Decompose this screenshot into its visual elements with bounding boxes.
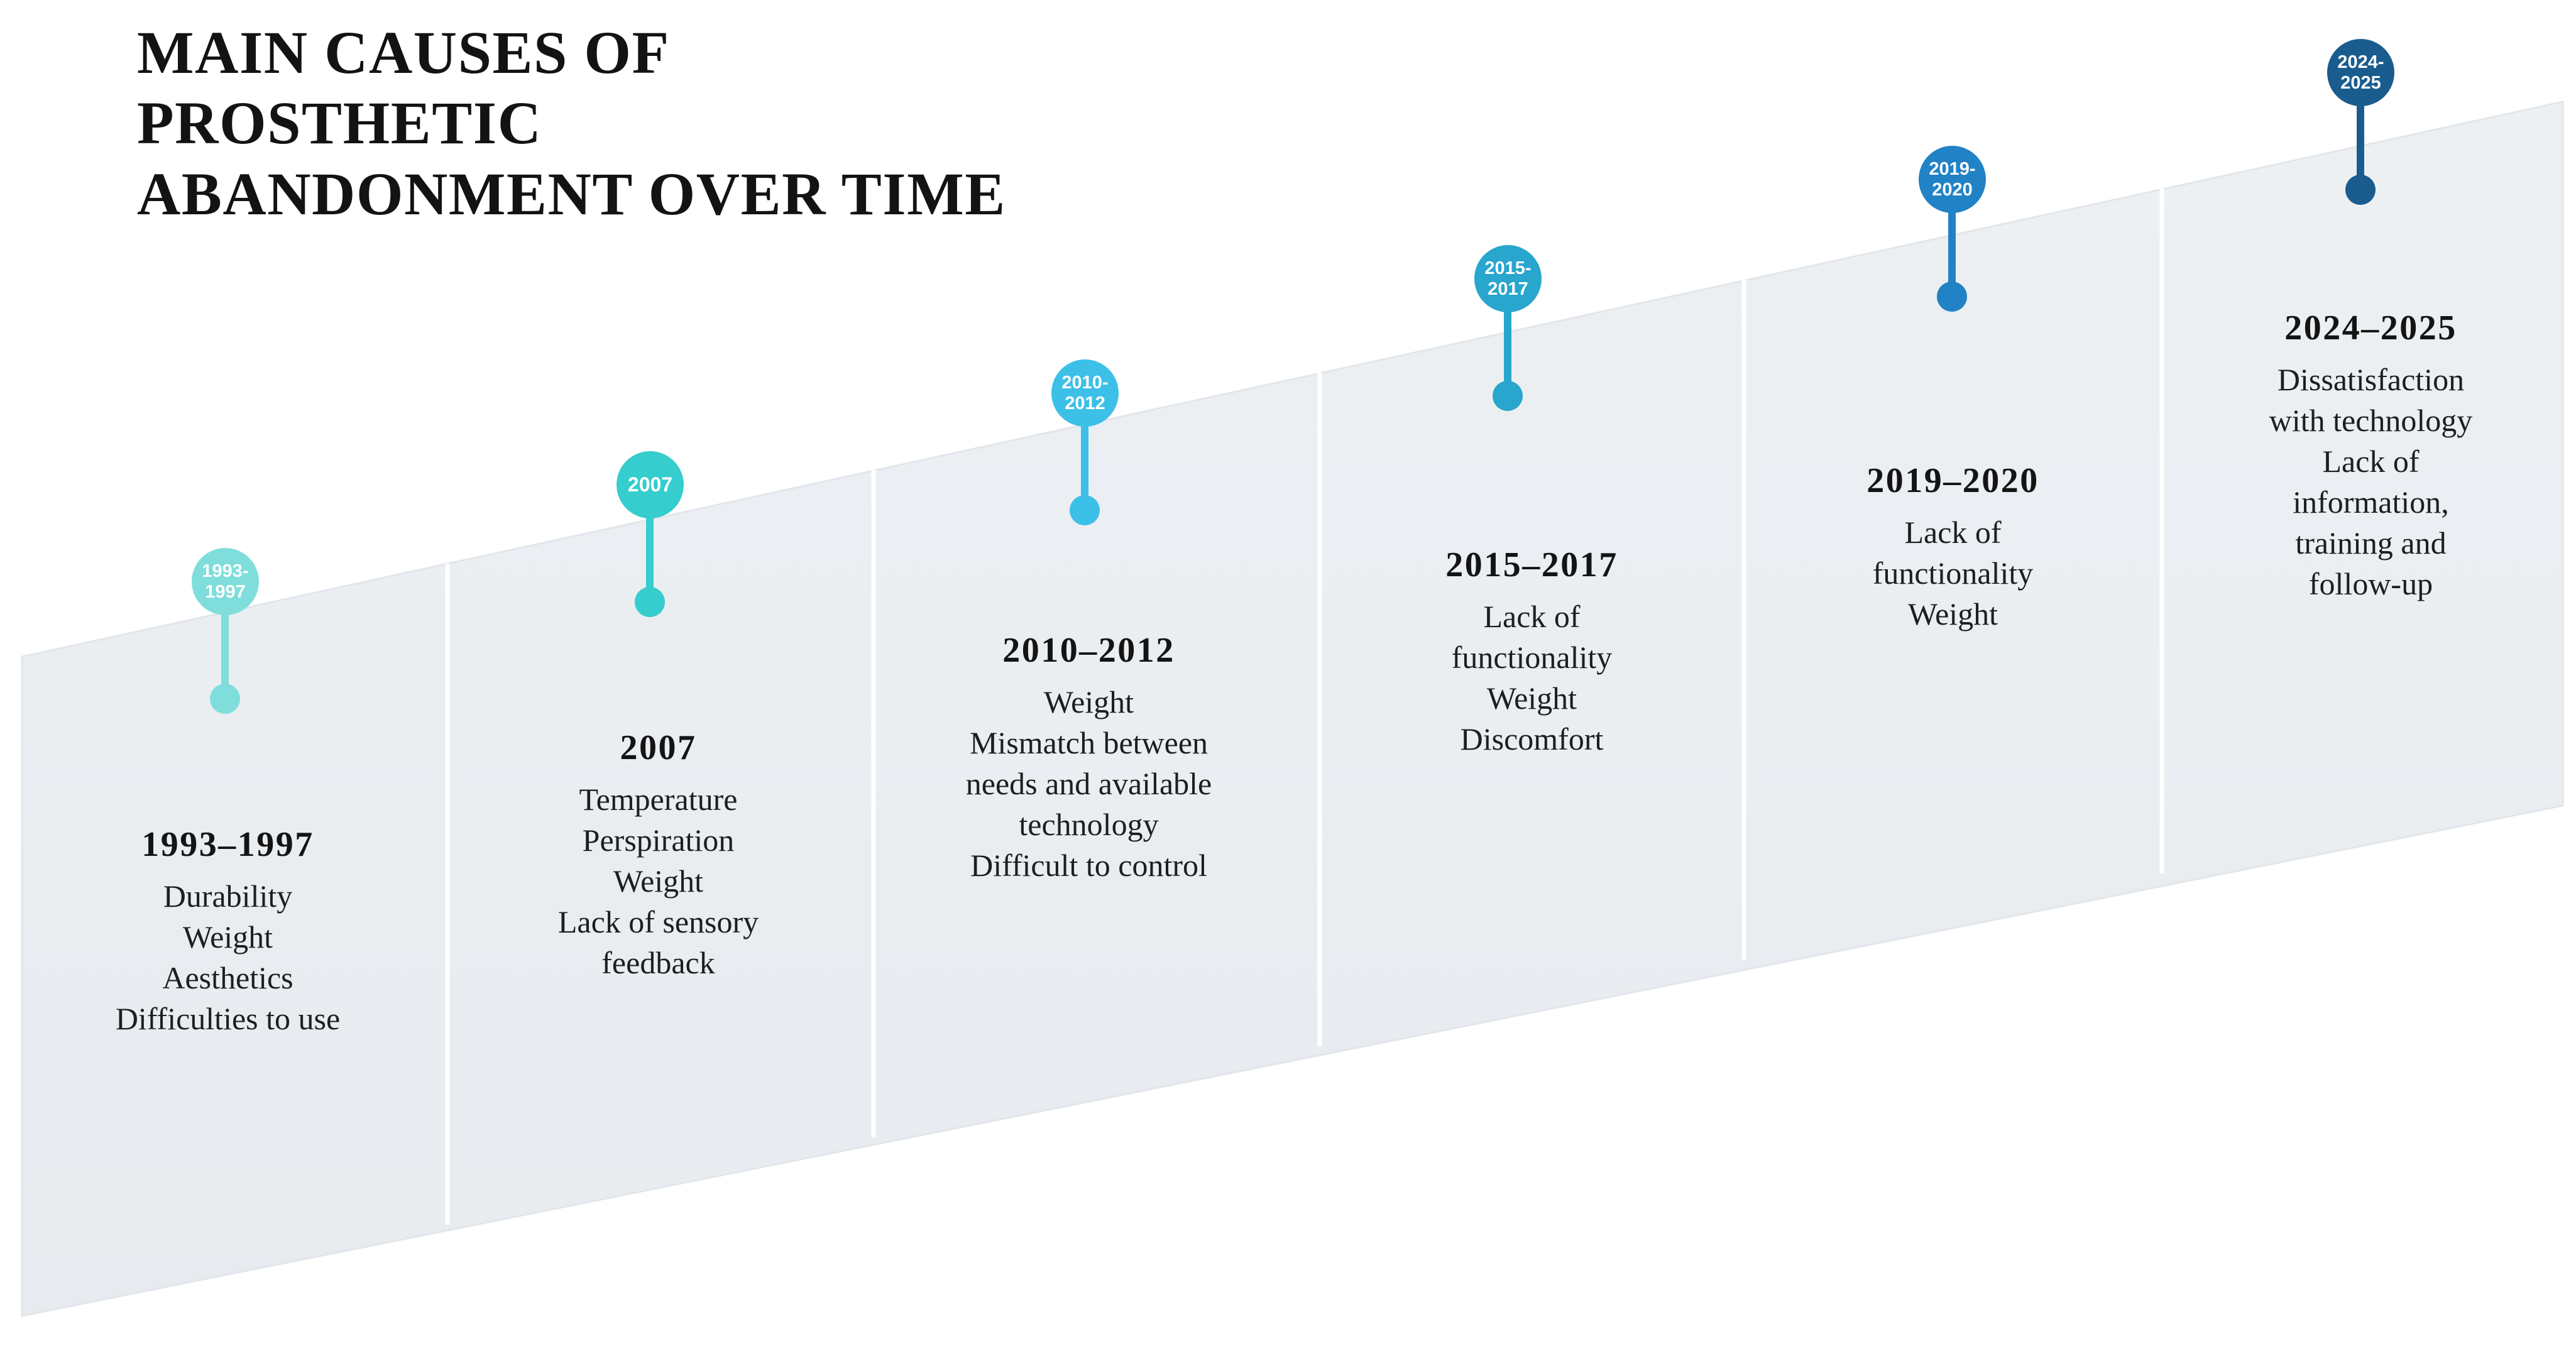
marker-bubble-2[interactable]: 2007 bbox=[617, 451, 684, 518]
marker-dot-1 bbox=[210, 684, 240, 714]
panel-causes-2: Temperature Perspiration Weight Lack of … bbox=[465, 779, 852, 983]
marker-dot-5 bbox=[1937, 282, 1967, 312]
cause-line: feedback bbox=[601, 945, 715, 981]
cause-line: Mismatch between bbox=[969, 725, 1209, 761]
cause-line: Weight bbox=[182, 919, 273, 955]
marker-label-5-line2: 2020 bbox=[1932, 179, 1973, 200]
marker-bubble-3[interactable]: 2010- 2012 bbox=[1051, 359, 1119, 427]
marker-bubble-5[interactable]: 2019- 2020 bbox=[1919, 146, 1986, 213]
panel-year-1: 1993–1997 bbox=[141, 825, 314, 864]
marker-label-1-line2: 1997 bbox=[205, 581, 246, 602]
marker-label-3-line1: 2010- bbox=[1061, 373, 1109, 393]
timeline-panel-2: 2007 Temperature Perspiration Weight Lac… bbox=[465, 728, 852, 983]
page-title: MAIN CAUSES OF PROSTHETIC ABANDONMENT OV… bbox=[137, 18, 1268, 229]
marker-dot-2 bbox=[635, 587, 665, 617]
cause-line: Difficulties to use bbox=[115, 1001, 341, 1037]
timeline-marker-1[interactable]: 1993- 1997 bbox=[165, 548, 290, 774]
marker-label-6-line1: 2024- bbox=[2337, 52, 2384, 73]
cause-line: Discomfort bbox=[1460, 721, 1604, 757]
marker-stem-6 bbox=[2357, 102, 2364, 182]
marker-stem-4 bbox=[1504, 308, 1511, 388]
title-line-3: ABANDONMENT OVER TIME bbox=[137, 160, 1006, 227]
marker-label-4-line1: 2015- bbox=[1484, 258, 1532, 279]
band-shape bbox=[21, 101, 2564, 1317]
cause-line: Aesthetics bbox=[162, 960, 293, 996]
timeline-panel-4: 2015–2017 Lack of functionality Weight D… bbox=[1339, 545, 1725, 760]
cause-line: Lack of bbox=[1904, 515, 2002, 550]
marker-dot-4 bbox=[1493, 381, 1523, 411]
marker-dot-3 bbox=[1070, 495, 1100, 525]
cause-line: Weight bbox=[1043, 684, 1134, 720]
cause-line: Weight bbox=[1907, 596, 1998, 632]
panel-year-5: 2019–2020 bbox=[1866, 461, 2039, 500]
marker-label-1-line1: 1993- bbox=[202, 561, 249, 582]
timeline-marker-4[interactable]: 2015- 2017 bbox=[1447, 245, 1573, 471]
marker-label-4-line2: 2017 bbox=[1488, 278, 1528, 299]
cause-line: functionality bbox=[1451, 640, 1613, 676]
cause-line: Weight bbox=[613, 863, 704, 899]
cause-line: information, bbox=[2293, 484, 2449, 520]
marker-label-2-line1: 2007 bbox=[627, 473, 673, 496]
cause-line: with technology bbox=[2269, 403, 2473, 439]
marker-stem-3 bbox=[1081, 422, 1088, 503]
marker-bubble-4[interactable]: 2015- 2017 bbox=[1474, 245, 1542, 312]
marker-bubble-1[interactable]: 1993- 1997 bbox=[192, 548, 259, 615]
marker-label-6-line2: 2025 bbox=[2340, 72, 2381, 93]
panel-causes-4: Lack of functionality Weight Discomfort bbox=[1339, 596, 1725, 760]
title-line-1: MAIN CAUSES OF bbox=[137, 19, 670, 86]
panel-year-2: 2007 bbox=[620, 728, 697, 767]
timeline-marker-3[interactable]: 2010- 2012 bbox=[1024, 359, 1150, 586]
title-line-2: PROSTHETIC bbox=[137, 89, 542, 157]
panel-causes-3: Weight Mismatch between needs and availa… bbox=[892, 682, 1285, 886]
cause-line: follow-up bbox=[2308, 566, 2433, 602]
cause-line: Lack of bbox=[1483, 599, 1581, 635]
timeline-marker-6[interactable]: 2024- 2025 bbox=[2300, 39, 2426, 265]
timeline-panel-5: 2019–2020 Lack of functionality Weight bbox=[1763, 461, 2143, 635]
marker-stem-2 bbox=[646, 514, 654, 594]
cause-line: training and bbox=[2295, 525, 2447, 561]
panel-causes-6: Dissatisfaction with technology Lack of … bbox=[2181, 359, 2561, 605]
marker-label-5-line1: 2019- bbox=[1929, 159, 1976, 180]
panel-causes-1: Durability Weight Aesthetics Difficultie… bbox=[35, 876, 421, 1039]
panel-causes-5: Lack of functionality Weight bbox=[1763, 512, 2143, 635]
cause-line: technology bbox=[1019, 807, 1159, 843]
panel-year-4: 2015–2017 bbox=[1445, 545, 1618, 584]
marker-dot-6 bbox=[2345, 175, 2376, 205]
marker-stem-5 bbox=[1948, 209, 1956, 289]
cause-line: Lack of sensory bbox=[557, 904, 759, 940]
timeline-panel-1: 1993–1997 Durability Weight Aesthetics D… bbox=[35, 824, 421, 1039]
panel-year-3: 2010–2012 bbox=[1002, 631, 1175, 670]
cause-line: needs and available bbox=[965, 766, 1212, 802]
cause-line: Weight bbox=[1486, 681, 1577, 716]
cause-line: Difficult to control bbox=[970, 848, 1207, 884]
timeline-panel-3: 2010–2012 Weight Mismatch between needs … bbox=[892, 630, 1285, 886]
timeline-panel-6: 2024–2025 Dissatisfaction with technolog… bbox=[2181, 308, 2561, 605]
cause-line: functionality bbox=[1872, 555, 2034, 591]
marker-label-3-line2: 2012 bbox=[1065, 393, 1105, 413]
cause-line: Lack of bbox=[2322, 444, 2420, 479]
timeline-marker-5[interactable]: 2019- 2020 bbox=[1892, 146, 2017, 372]
cause-line: Temperature bbox=[579, 782, 738, 818]
marker-stem-1 bbox=[221, 611, 229, 691]
panel-year-6: 2024–2025 bbox=[2284, 309, 2457, 347]
timeline-marker-2[interactable]: 2007 bbox=[589, 451, 715, 677]
marker-bubble-6[interactable]: 2024- 2025 bbox=[2327, 39, 2394, 106]
cause-line: Perspiration bbox=[582, 823, 735, 858]
cause-line: Dissatisfaction bbox=[2277, 362, 2465, 398]
cause-line: Durability bbox=[163, 878, 293, 914]
